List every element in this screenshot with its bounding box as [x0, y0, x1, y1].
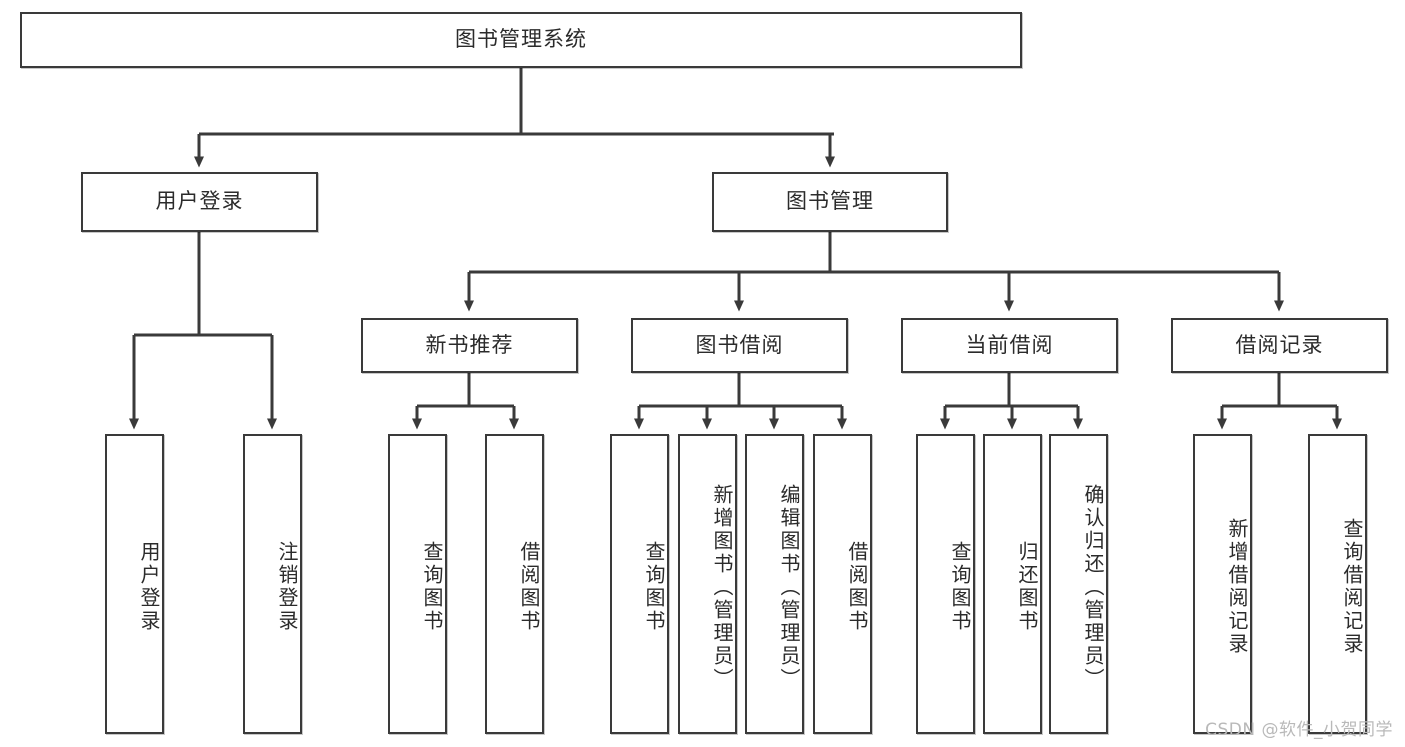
leaf-label: 用户登录 — [137, 541, 161, 633]
leaf-add-book-admin[interactable]: 新增图书（管理员） — [678, 434, 737, 734]
leaf-confirm-return-admin[interactable]: 确认归还（管理员） — [1049, 434, 1108, 734]
leaf-query-book-borrow[interactable]: 查询图书 — [610, 434, 669, 734]
leaf-label: 借阅图书 — [517, 541, 541, 633]
leaf-label: 借阅图书 — [845, 541, 869, 633]
leaf-label: 查询借阅记录 — [1340, 518, 1364, 656]
node-root-system[interactable]: 图书管理系统 — [20, 12, 1022, 68]
node-book-management[interactable]: 图书管理 — [712, 172, 948, 232]
leaf-query-borrow-record[interactable]: 查询借阅记录 — [1308, 434, 1367, 734]
leaf-label: 确认归还（管理员） — [1081, 483, 1105, 691]
node-user-login[interactable]: 用户登录 — [81, 172, 318, 232]
leaf-return-book[interactable]: 归还图书 — [983, 434, 1042, 734]
node-borrow-record[interactable]: 借阅记录 — [1171, 318, 1388, 373]
node-book-borrow[interactable]: 图书借阅 — [631, 318, 848, 373]
leaf-label: 编辑图书（管理员） — [777, 483, 801, 691]
leaf-user-login[interactable]: 用户登录 — [105, 434, 164, 734]
leaf-label: 新增图书（管理员） — [710, 483, 734, 691]
leaf-borrow-book-recommend[interactable]: 借阅图书 — [485, 434, 544, 734]
csdn-watermark: CSDN @软件_小贺同学 — [1205, 720, 1393, 740]
leaf-label: 归还图书 — [1015, 541, 1039, 633]
node-current-borrow[interactable]: 当前借阅 — [901, 318, 1118, 373]
leaf-borrow-book[interactable]: 借阅图书 — [813, 434, 872, 734]
leaf-label: 注销登录 — [275, 541, 299, 633]
leaf-user-logout[interactable]: 注销登录 — [243, 434, 302, 734]
leaf-label: 查询图书 — [420, 541, 444, 633]
leaf-label: 查询图书 — [948, 541, 972, 633]
leaf-label: 查询图书 — [642, 541, 666, 633]
leaf-query-book-recommend[interactable]: 查询图书 — [388, 434, 447, 734]
node-new-book-recommend[interactable]: 新书推荐 — [361, 318, 578, 373]
leaf-label: 新增借阅记录 — [1225, 518, 1249, 656]
leaf-edit-book-admin[interactable]: 编辑图书（管理员） — [745, 434, 804, 734]
leaf-query-book-current[interactable]: 查询图书 — [916, 434, 975, 734]
leaf-add-borrow-record[interactable]: 新增借阅记录 — [1193, 434, 1252, 734]
